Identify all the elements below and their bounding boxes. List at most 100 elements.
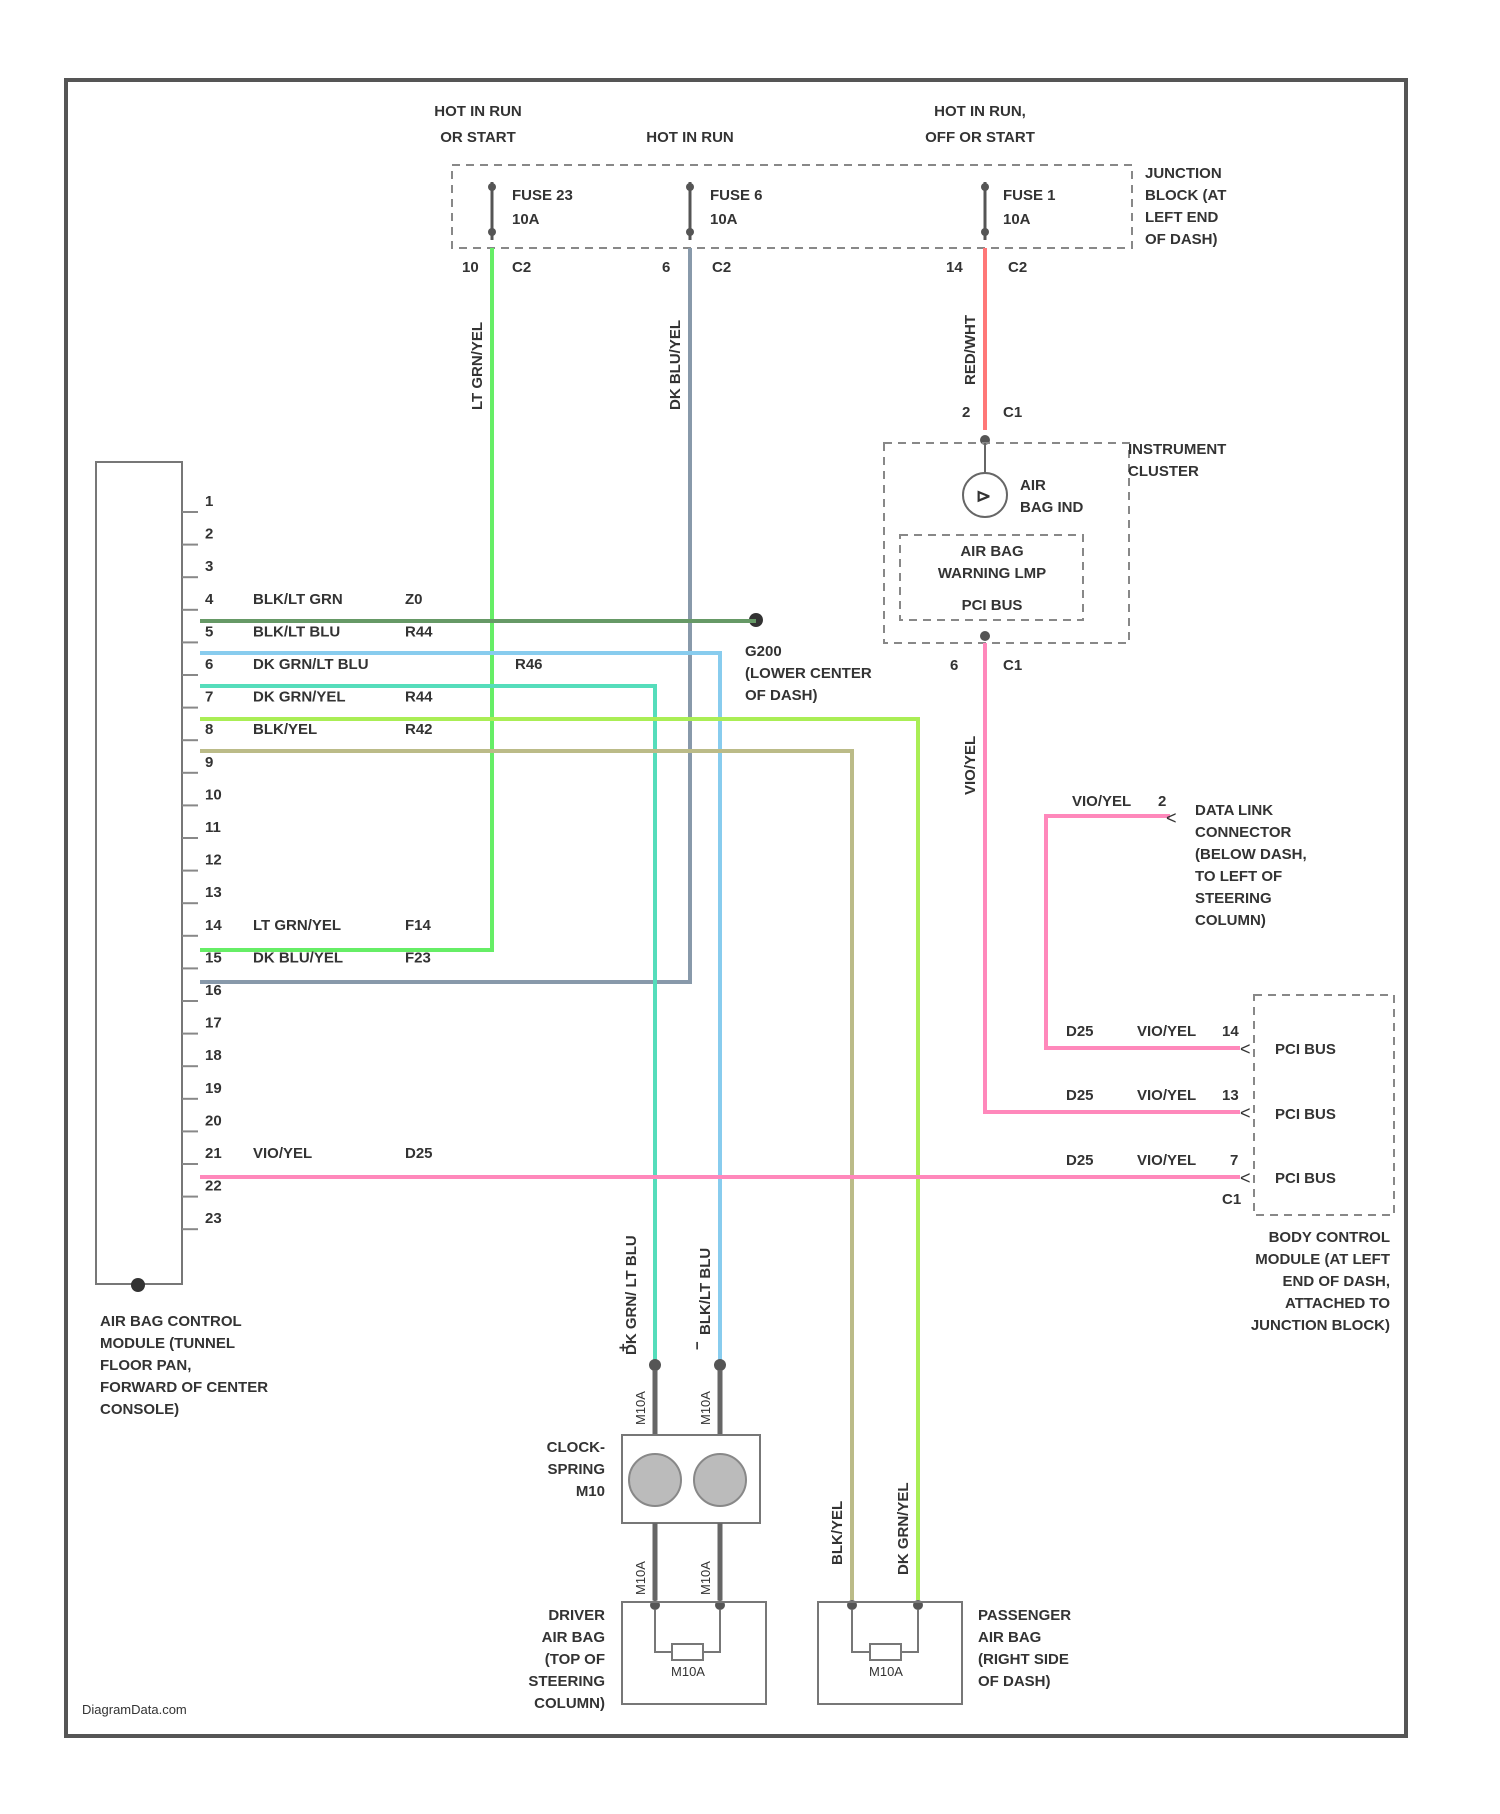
module-wire-color-6: DK GRN/LT BLU bbox=[253, 656, 369, 673]
junction-block-box bbox=[452, 165, 1132, 248]
bcm-row-7-pin: 7 bbox=[1230, 1152, 1238, 1169]
pass-squib-label: M10A bbox=[869, 1664, 903, 1679]
bcm-label-line2: MODULE (AT LEFT bbox=[1255, 1251, 1390, 1268]
module-pin-4: 4 bbox=[205, 591, 214, 608]
junction-label-line2: BLOCK (AT bbox=[1145, 187, 1226, 204]
wire-label-cluster-out: VIO/YEL bbox=[962, 736, 979, 795]
passenger-air-bag-box bbox=[818, 1602, 962, 1704]
driver-bag-label-line4: STEERING bbox=[528, 1673, 605, 1690]
module-pin-16: 16 bbox=[205, 982, 222, 999]
bcm-row-13-circuit: D25 bbox=[1066, 1087, 1094, 1104]
watermark: DiagramData.com bbox=[82, 1702, 187, 1717]
fuse-23-rating: 10A bbox=[512, 211, 540, 228]
bcm-row-7: D25 VIO/YEL 7 < PCI BUS C1 bbox=[1066, 1152, 1336, 1208]
driver-plus-symbol: + bbox=[615, 1343, 632, 1352]
clockspring-coil-icon-2 bbox=[694, 1454, 746, 1506]
clockspring-coil-icon-1 bbox=[629, 1454, 681, 1506]
module-pin-18: 18 bbox=[205, 1047, 222, 1064]
hot3-label-line2: OFF OR START bbox=[925, 129, 1035, 146]
module-pin-21: 21 bbox=[205, 1145, 222, 1162]
fuse-23: FUSE 23 10A 10 C2 bbox=[462, 182, 573, 276]
module-pin-20: 20 bbox=[205, 1112, 222, 1129]
driver-squib-label: M10A bbox=[671, 1664, 705, 1679]
bcm-row-14: D25 VIO/YEL 14 < PCI BUS bbox=[1066, 1023, 1336, 1059]
module-pin-15: 15 bbox=[205, 949, 222, 966]
junction-label-line1: JUNCTION bbox=[1145, 165, 1222, 182]
module-wire-circuit-4: Z0 bbox=[405, 591, 423, 608]
warning-lamp-line2: WARNING LMP bbox=[938, 565, 1046, 582]
wire-lt-grn-yel bbox=[200, 248, 492, 950]
module-pin-1: 1 bbox=[205, 493, 213, 510]
bcm-row-13-terminal-icon: < bbox=[1240, 1103, 1251, 1123]
pass-bag-label-line3: (RIGHT SIDE bbox=[978, 1651, 1069, 1668]
fuse-1-rating: 10A bbox=[1003, 211, 1031, 228]
driver-conn-label-1: M10A bbox=[633, 1561, 648, 1595]
pass-squib-leads bbox=[852, 1610, 918, 1652]
pass-squib-icon bbox=[870, 1644, 901, 1660]
fuse-6-rating: 10A bbox=[710, 211, 738, 228]
dlc-label-line6: COLUMN) bbox=[1195, 912, 1266, 929]
hot2-label: HOT IN RUN bbox=[646, 129, 734, 146]
module-pin-8: 8 bbox=[205, 721, 213, 738]
bcm-row-13-pin: 13 bbox=[1222, 1087, 1239, 1104]
cluster-title-line2: CLUSTER bbox=[1128, 463, 1199, 480]
junction-label-line3: LEFT END bbox=[1145, 209, 1218, 226]
module-wire-circuit-14: F14 bbox=[405, 917, 432, 934]
module-wire-color-14: LT GRN/YEL bbox=[253, 917, 341, 934]
dlc-label-line2: CONNECTOR bbox=[1195, 824, 1292, 841]
clockspring-upper-terminal-2 bbox=[714, 1359, 726, 1371]
module-pin-17: 17 bbox=[205, 1015, 222, 1032]
fuse-6-name: FUSE 6 bbox=[710, 187, 763, 204]
module-label-line2: MODULE (TUNNEL bbox=[100, 1335, 235, 1352]
driver-bag-label-line1: DRIVER bbox=[548, 1607, 605, 1624]
driver-air-bag-box bbox=[622, 1602, 766, 1704]
fuse-1-conn: C2 bbox=[1008, 259, 1027, 276]
module-pin-6: 6 bbox=[205, 656, 213, 673]
wire-dk-grn-lt-blu bbox=[200, 686, 655, 1360]
module-pin-3: 3 bbox=[205, 558, 213, 575]
module-label-line5: CONSOLE) bbox=[100, 1401, 179, 1418]
wire-label-fuse23: LT GRN/YEL bbox=[469, 322, 486, 410]
indicator-label-line1: AIR bbox=[1020, 477, 1046, 494]
module-wire-circuit-15: F23 bbox=[405, 949, 431, 966]
dlc-label-line1: DATA LINK bbox=[1195, 802, 1273, 819]
ground-label-line1: G200 bbox=[745, 643, 782, 660]
bcm-row-13: D25 VIO/YEL 13 < PCI BUS bbox=[1066, 1087, 1336, 1123]
module-wire-circuit-21: D25 bbox=[405, 1145, 433, 1162]
module-wire-circuit-5: R44 bbox=[405, 623, 433, 640]
wire-blk-lt-blu bbox=[200, 653, 720, 1360]
bcm-row-7-bus: PCI BUS bbox=[1275, 1170, 1336, 1187]
wire-label-driver-plus: DK GRN/ LT BLU bbox=[623, 1235, 640, 1355]
module-pin-5: 5 bbox=[205, 623, 213, 640]
wire-dk-blu-yel bbox=[200, 248, 690, 982]
pass-bag-label-line4: OF DASH) bbox=[978, 1673, 1051, 1690]
module-pin-11: 11 bbox=[205, 819, 221, 836]
module-wire-color-8: BLK/YEL bbox=[253, 721, 317, 738]
wire-label-driver-minus: BLK/LT BLU bbox=[697, 1248, 714, 1335]
dlc-label-line3: (BELOW DASH, bbox=[1195, 846, 1307, 863]
bcm-row-14-terminal-icon: < bbox=[1240, 1039, 1251, 1059]
dlc-label-line4: TO LEFT OF bbox=[1195, 868, 1282, 885]
bcm-row-7-circuit: D25 bbox=[1066, 1152, 1094, 1169]
fuse-1: FUSE 1 10A 14 C2 bbox=[946, 182, 1056, 276]
clockspring-label-line3: M10 bbox=[576, 1483, 605, 1500]
module-wire-color-5: BLK/LT BLU bbox=[253, 623, 340, 640]
fuse-6: FUSE 6 10A 6 C2 bbox=[662, 182, 763, 276]
module-pin-2: 2 bbox=[205, 526, 213, 543]
bcm-conn: C1 bbox=[1222, 1191, 1241, 1208]
bcm-label-line5: JUNCTION BLOCK) bbox=[1251, 1317, 1390, 1334]
pass-bag-label-line2: AIR BAG bbox=[978, 1629, 1041, 1646]
bcm-row-14-circuit: D25 bbox=[1066, 1023, 1094, 1040]
air-bag-control-module-box bbox=[96, 462, 182, 1284]
driver-bag-label-line2: AIR BAG bbox=[542, 1629, 605, 1646]
module-pin-14: 14 bbox=[205, 917, 222, 934]
driver-squib-leads bbox=[655, 1610, 720, 1652]
module-pin-22: 22 bbox=[205, 1178, 222, 1195]
cluster-out-terminal bbox=[980, 631, 990, 641]
module-label-line1: AIR BAG CONTROL bbox=[100, 1313, 242, 1330]
bcm-row-14-bus: PCI BUS bbox=[1275, 1041, 1336, 1058]
cluster-in-conn: C1 bbox=[1003, 404, 1022, 421]
clockspring-conn-label-2: M10A bbox=[698, 1391, 713, 1425]
